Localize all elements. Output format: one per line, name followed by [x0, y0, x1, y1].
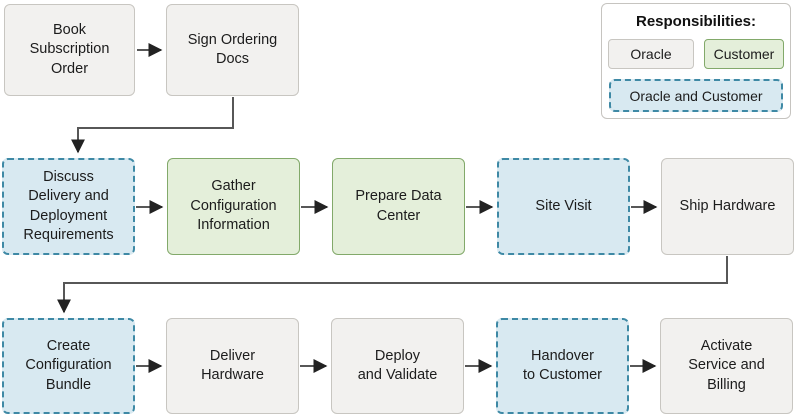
- node-ship-hardware: Ship Hardware: [661, 158, 794, 255]
- node-discuss-delivery-deployment: Discuss Delivery and Deployment Requirem…: [2, 158, 135, 255]
- node-deploy-and-validate: Deploy and Validate: [331, 318, 464, 414]
- node-prepare-data-center: Prepare Data Center: [332, 158, 465, 255]
- node-sign-ordering-docs: Sign Ordering Docs: [166, 4, 299, 96]
- legend-row: Oracle Customer: [608, 39, 784, 69]
- node-activate-service-billing: Activate Service and Billing: [660, 318, 793, 414]
- node-gather-configuration-information: Gather Configuration Information: [167, 158, 300, 255]
- node-deliver-hardware: Deliver Hardware: [166, 318, 299, 414]
- legend-item-customer: Customer: [704, 39, 784, 69]
- node-handover-to-customer: Handover to Customer: [496, 318, 629, 414]
- node-site-visit: Site Visit: [497, 158, 630, 255]
- legend-item-oracle: Oracle: [608, 39, 694, 69]
- responsibilities-legend: Responsibilities: Oracle Customer Oracle…: [601, 3, 791, 119]
- legend-item-oracle-and-customer: Oracle and Customer: [609, 79, 783, 112]
- node-create-configuration-bundle: Create Configuration Bundle: [2, 318, 135, 414]
- connector-sign-to-discuss: [71, 97, 234, 154]
- node-book-subscription-order: Book Subscription Order: [4, 4, 135, 96]
- connector-ship-to-create: [57, 256, 728, 314]
- legend-title: Responsibilities:: [635, 13, 757, 30]
